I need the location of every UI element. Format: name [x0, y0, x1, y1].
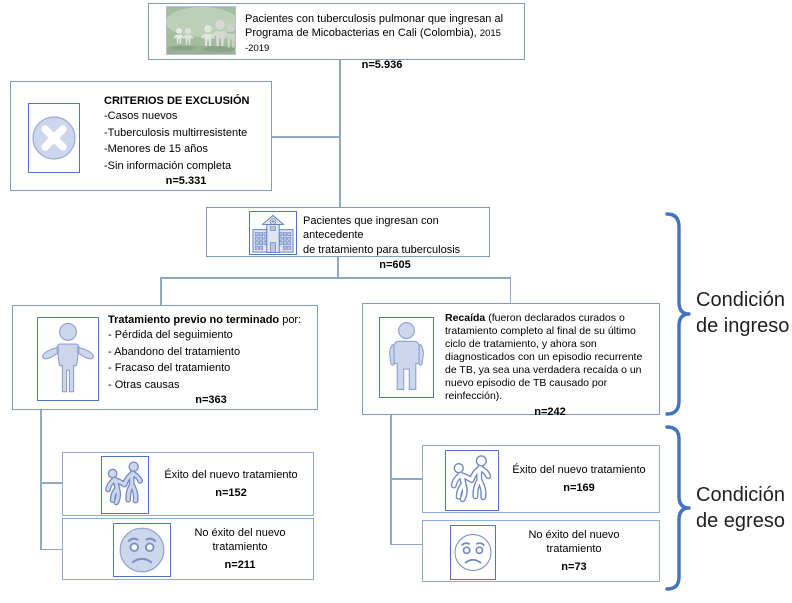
- hospital-icon: [249, 211, 297, 255]
- connector-exclusion-horizontal: [271, 136, 340, 138]
- exclusion-text: CRITERIOS DE EXCLUSIÓN -Casos nuevos -Tu…: [104, 94, 268, 189]
- egreso-curly-brace: [665, 425, 691, 591]
- exclusion-title: CRITERIOS DE EXCLUSIÓN: [104, 95, 250, 107]
- exclusion-items: -Casos nuevos -Tuberculosis multirresist…: [104, 108, 268, 174]
- exito-right-text: Éxito del nuevo tratamiento n=169: [503, 446, 655, 512]
- sad-face-icon: [113, 523, 171, 577]
- no-exito-right-n-value: n=73: [561, 560, 587, 573]
- study-years: 2015 -2019: [245, 28, 501, 54]
- exclusion-item: -Tuberculosis multirresistente: [104, 126, 248, 139]
- tratamiento-previo-box: Tratamiento previo no terminado por: - P…: [12, 305, 318, 410]
- ingreso-curly-brace: [665, 212, 691, 416]
- antecedente-line2: de tratamiento para tuberculosis: [303, 243, 461, 256]
- antecedente-n-value: n=605: [379, 258, 411, 271]
- connector-split-left-vertical: [160, 278, 162, 306]
- recaida-n-value: n=242: [534, 406, 566, 419]
- connector-top-vertical: [339, 59, 341, 208]
- excluded-x-icon: [28, 103, 80, 173]
- no-exito-left-box: No éxito del nuevo tratamiento n=211: [62, 518, 314, 580]
- previo-text: Tratamiento previo no terminado por: - P…: [108, 313, 314, 408]
- top-line2: Programa de Micobacterias en Cali (Colom…: [245, 27, 501, 54]
- recaida-paragraph: Recaída (fueron declarados curados o tra…: [445, 312, 643, 403]
- exito-left-text: Éxito del nuevo tratamiento n=152: [155, 453, 307, 515]
- connector-split-horizontal: [160, 277, 511, 279]
- connector-bottomleft-vertical: [40, 409, 42, 550]
- no-exito-right-label: No éxito del nuevo tratamiento: [528, 529, 620, 556]
- exito-left-n-value: n=152: [215, 486, 247, 499]
- exclusion-item: -Casos nuevos: [104, 110, 178, 123]
- person-shrug-icon: [37, 317, 99, 401]
- celebrating-people-icon: [101, 456, 149, 514]
- top-population-box: Pacientes con tuberculosis pulmonar que …: [148, 3, 525, 71]
- antecedente-line1: Pacientes que ingresan con antecedente: [303, 215, 439, 242]
- exclusion-n-value: n=5.331: [165, 175, 207, 188]
- exito-right-box: Éxito del nuevo tratamiento n=169: [422, 445, 660, 513]
- top-line1: Pacientes con tuberculosis pulmonar que …: [245, 13, 504, 25]
- no-exito-left-n-value: n=211: [224, 558, 256, 571]
- exito-left-label: Éxito del nuevo tratamiento: [164, 469, 298, 482]
- connector-bottomleft-stub2: [41, 548, 62, 550]
- exclusion-item: -Sin información completa: [104, 159, 232, 172]
- condicion-egreso-label: Condición de egreso: [696, 484, 785, 532]
- sad-face-outline-icon: [450, 525, 496, 580]
- connector-bottomleft-stub1: [41, 482, 62, 484]
- recaida-text: Recaída (fueron declarados curados o tra…: [445, 312, 655, 420]
- no-exito-left-text: No éxito del nuevo tratamiento n=211: [171, 519, 309, 579]
- top-n-value: n=5.936: [361, 58, 403, 71]
- previo-item: - Abandono del tratamiento: [108, 345, 241, 358]
- previo-n-value: n=363: [195, 394, 227, 407]
- exclusion-criteria-box: CRITERIOS DE EXCLUSIÓN -Casos nuevos -Tu…: [10, 81, 272, 191]
- previo-items: - Pérdida del seguimiento - Abandono del…: [108, 327, 314, 393]
- antecedente-text: Pacientes que ingresan con antecedente d…: [303, 214, 487, 272]
- connector-split-right-vertical: [509, 278, 511, 304]
- connector-bottomright-vertical: [390, 414, 392, 545]
- recaida-box: Recaída (fueron declarados curados o tra…: [362, 303, 660, 418]
- exclusion-item: -Menores de 15 años: [104, 143, 208, 156]
- connector-bottomright-stub1: [391, 478, 422, 480]
- exito-left-box: Éxito del nuevo tratamiento n=152: [62, 452, 314, 516]
- previo-item: - Otras causas: [108, 378, 180, 391]
- previo-title: Tratamiento previo no terminado por:: [108, 314, 302, 326]
- antecedente-box: Pacientes que ingresan con antecedente d…: [206, 207, 490, 271]
- exito-right-label: Éxito del nuevo tratamiento: [512, 464, 646, 477]
- no-exito-right-box: No éxito del nuevo tratamiento n=73: [422, 520, 660, 582]
- connector-bottomright-stub2: [391, 543, 422, 545]
- paper-people-photo-icon: [166, 6, 236, 55]
- no-exito-left-label: No éxito del nuevo tratamiento: [194, 527, 286, 554]
- celebrating-people-outline-icon: [445, 450, 499, 511]
- previo-item: - Fracaso del tratamiento: [108, 362, 231, 375]
- person-standing-icon: [379, 317, 434, 398]
- connector-mid-vertical: [337, 256, 339, 278]
- top-population-text: Pacientes con tuberculosis pulmonar que …: [245, 12, 519, 72]
- previo-item: - Pérdida del seguimiento: [108, 329, 233, 342]
- exito-right-n-value: n=169: [563, 481, 595, 494]
- condicion-ingreso-label: Condición de ingreso: [696, 289, 790, 337]
- no-exito-right-text: No éxito del nuevo tratamiento n=73: [511, 521, 637, 581]
